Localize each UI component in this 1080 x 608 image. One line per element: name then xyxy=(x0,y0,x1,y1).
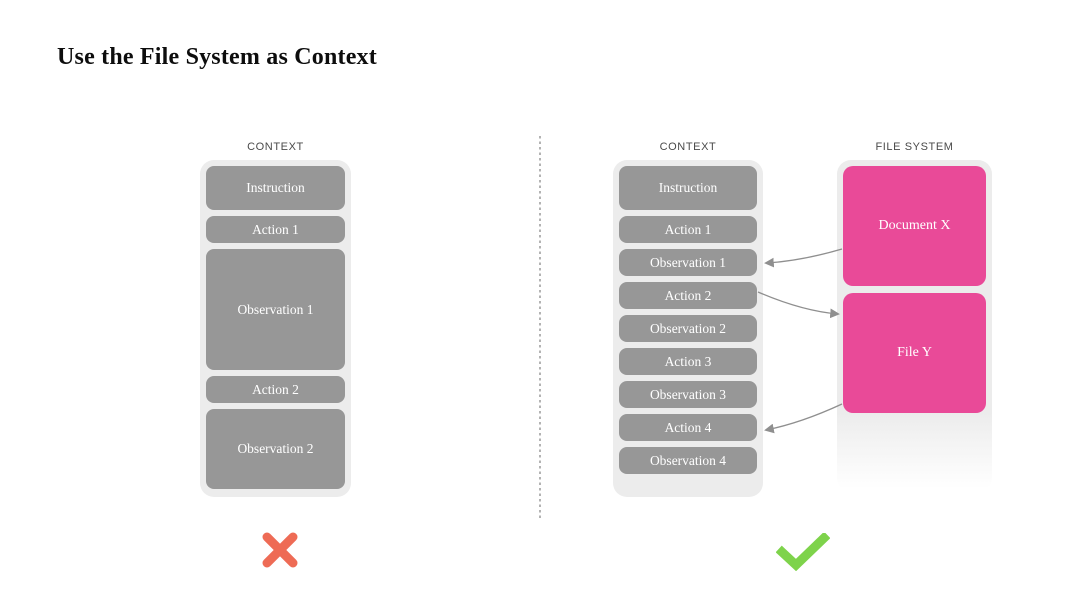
right-item-instruction: Instruction xyxy=(619,166,757,210)
divider-dotted-line xyxy=(539,136,541,519)
right-context-label: CONTEXT xyxy=(659,141,717,153)
right-item-observation-4: Observation 4 xyxy=(619,447,757,474)
right-item-action-3: Action 3 xyxy=(619,348,757,375)
arrow-documentx-to-observation1 xyxy=(764,248,843,268)
right-item-action-4: Action 4 xyxy=(619,414,757,441)
right-context-container: Instruction Action 1 Observation 1 Actio… xyxy=(613,160,763,497)
left-item-action-1: Action 1 xyxy=(206,216,345,243)
left-item-observation-1: Observation 1 xyxy=(206,249,345,370)
left-context-container: Instruction Action 1 Observation 1 Actio… xyxy=(200,160,351,497)
file-system-item-document-x: Document X xyxy=(843,166,986,286)
file-system-label: FILE SYSTEM xyxy=(875,141,954,153)
page-title: Use the File System as Context xyxy=(57,44,377,70)
left-context-label: CONTEXT xyxy=(247,141,304,153)
file-system-container: Document X File Y xyxy=(837,160,992,492)
right-item-observation-3: Observation 3 xyxy=(619,381,757,408)
left-item-observation-2: Observation 2 xyxy=(206,409,345,489)
right-item-observation-1: Observation 1 xyxy=(619,249,757,276)
right-item-action-1: Action 1 xyxy=(619,216,757,243)
arrow-action2-to-filey xyxy=(757,291,840,319)
file-system-item-file-y: File Y xyxy=(843,293,986,413)
right-item-observation-2: Observation 2 xyxy=(619,315,757,342)
check-icon xyxy=(776,533,830,571)
right-item-action-2: Action 2 xyxy=(619,282,757,309)
left-item-instruction: Instruction xyxy=(206,166,345,210)
arrow-filey-to-action4 xyxy=(764,403,843,434)
cross-icon xyxy=(262,532,298,568)
left-item-action-2: Action 2 xyxy=(206,376,345,403)
